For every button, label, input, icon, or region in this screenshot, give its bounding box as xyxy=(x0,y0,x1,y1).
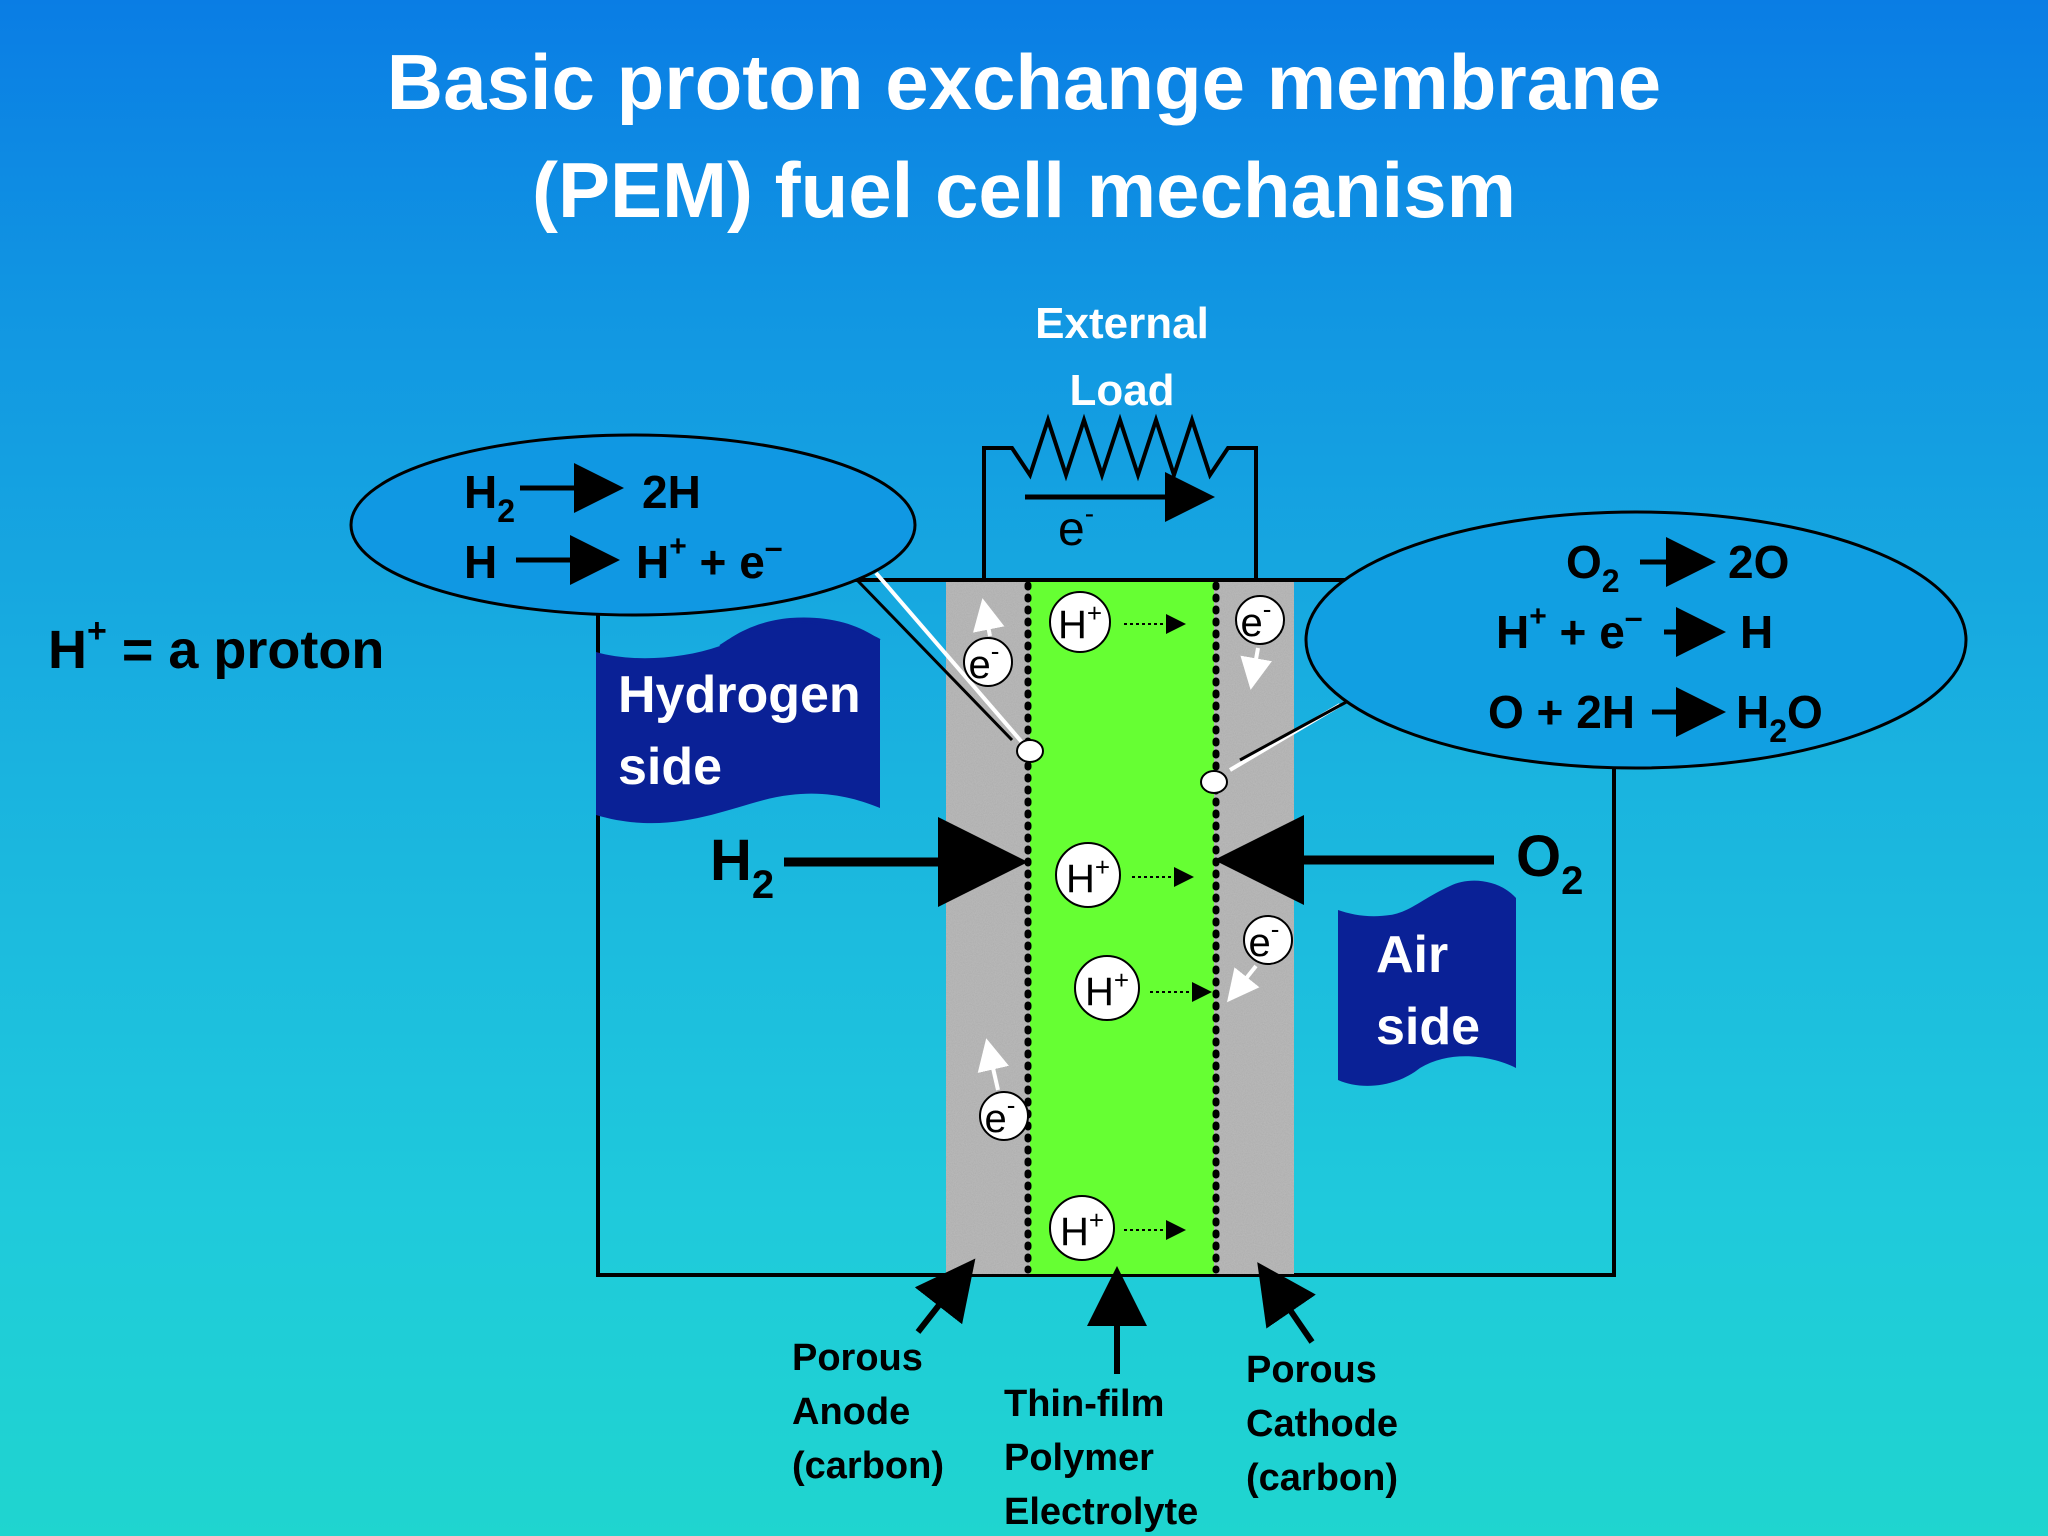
proton-2: H+ xyxy=(1055,842,1194,908)
air-side-line-2: side xyxy=(1376,998,1480,1056)
cathode-r3-left: O + 2H xyxy=(1488,686,1635,738)
anode-r1-right: 2H xyxy=(642,466,701,518)
o2-input-label: O2 xyxy=(1516,824,1583,903)
proton-particles: H+ H+ H+ H+ xyxy=(1049,591,1212,1261)
external-load-label-line-1: External xyxy=(1035,299,1209,348)
proton-definition: H+ = a proton xyxy=(48,612,384,680)
polymer-electrolyte xyxy=(1030,582,1214,1274)
electron-1: e- xyxy=(963,598,1013,687)
electron-4: e- xyxy=(977,1038,1029,1141)
svg-text:e-: e- xyxy=(969,636,1000,687)
cathode-reactions: O2 2O H+ + e– H O + 2H H2O xyxy=(1488,536,1823,749)
anode-callout-white-line xyxy=(874,571,1029,750)
proton-4: H+ xyxy=(1049,1195,1186,1261)
external-electron-label: e- xyxy=(1058,498,1094,556)
svg-text:Porous: Porous xyxy=(792,1337,923,1379)
air-side-line-1: Air xyxy=(1376,926,1448,984)
svg-text:Electrolyte: Electrolyte xyxy=(1004,1491,1198,1533)
anode-reaction-bubble xyxy=(349,433,917,617)
proton-3: H+ xyxy=(1074,955,1212,1021)
svg-text:H+: H+ xyxy=(1058,598,1102,647)
electron-2: e- xyxy=(1235,594,1285,690)
svg-text:Cathode: Cathode xyxy=(1246,1403,1398,1445)
cathode-r1-left: O2 xyxy=(1566,536,1620,599)
external-load-resistor xyxy=(982,413,1258,582)
svg-text:H+: H+ xyxy=(1066,852,1110,901)
hydrogen-side-banner: Hydrogen side xyxy=(596,617,881,824)
title-line-2: (PEM) fuel cell mechanism xyxy=(532,146,1516,234)
cathode-callout-line xyxy=(1239,698,1351,762)
svg-text:e-: e- xyxy=(1241,594,1272,645)
cathode-reaction-bubble xyxy=(1304,510,1968,770)
air-side-banner: Air side xyxy=(1338,880,1516,1086)
cathode-r2-right: H xyxy=(1740,606,1773,658)
anode-r1-left: H2 xyxy=(464,466,515,529)
cathode-r2-left: H+ + e– xyxy=(1496,599,1643,658)
cathode-r3-right: H2O xyxy=(1736,686,1823,749)
porous-anode xyxy=(946,582,1030,1274)
svg-text:H+: H+ xyxy=(1060,1205,1104,1254)
electron-3: e- xyxy=(1227,914,1293,1003)
svg-text:(carbon): (carbon) xyxy=(792,1445,944,1487)
anode-callout-line xyxy=(856,579,1014,742)
title-line-1: Basic proton exchange membrane xyxy=(386,38,1662,126)
cathode-r1-right: 2O xyxy=(1728,536,1789,588)
hydrogen-side-line-2: side xyxy=(618,738,722,796)
cathode-label: Porous Cathode (carbon) xyxy=(1246,1349,1398,1499)
external-load-label-line-2: Load xyxy=(1069,366,1174,415)
electron-particles: e- e- e- e- xyxy=(963,594,1293,1141)
cathode-pointer-arrow xyxy=(1257,1262,1316,1344)
h2-input-label: H2 xyxy=(710,828,774,907)
anode-reaction-site xyxy=(1016,739,1044,763)
svg-text:(carbon): (carbon) xyxy=(1246,1457,1398,1499)
cathode-reaction-site xyxy=(1200,770,1228,794)
hydrogen-side-line-1: Hydrogen xyxy=(618,666,861,724)
svg-text:e-: e- xyxy=(1249,914,1280,965)
svg-text:Polymer: Polymer xyxy=(1004,1437,1154,1479)
page-title: Basic proton exchange membrane (PEM) fue… xyxy=(0,28,2048,244)
svg-text:Anode: Anode xyxy=(792,1391,910,1433)
proton-1: H+ xyxy=(1049,591,1186,653)
svg-text:H+: H+ xyxy=(1085,965,1129,1014)
anode-r2-left: H xyxy=(464,536,497,588)
anode-pointer-arrow xyxy=(914,1258,976,1334)
svg-text:e-: e- xyxy=(985,1090,1016,1141)
anode-label: Porous Anode (carbon) xyxy=(792,1337,944,1487)
svg-text:Thin-film: Thin-film xyxy=(1004,1383,1164,1425)
anode-reactions: H2 2H H H+ + e– xyxy=(464,463,783,588)
electrolyte-label: Thin-film Polymer Electrolyte xyxy=(1004,1383,1198,1533)
svg-text:Porous: Porous xyxy=(1246,1349,1377,1391)
anode-r2-right: H+ + e– xyxy=(636,529,783,588)
